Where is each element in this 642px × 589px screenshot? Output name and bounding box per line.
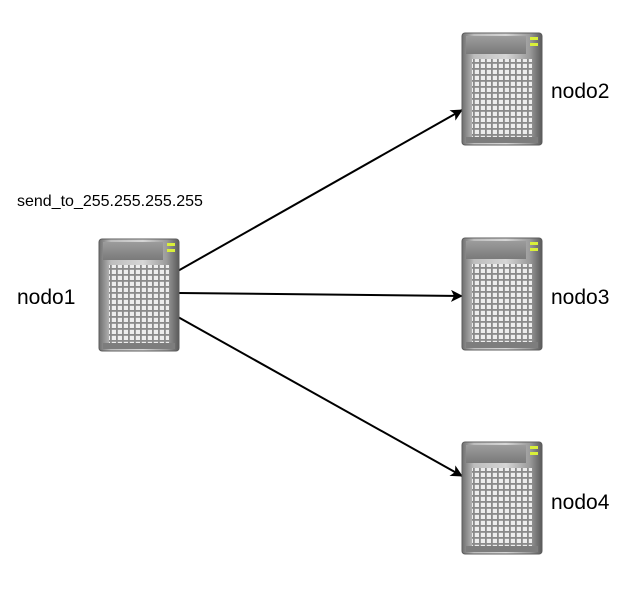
node-nodo1[interactable] (98, 238, 180, 352)
edges (175, 109, 463, 477)
edge-nodo1-nodo2 (175, 109, 463, 273)
node-label-nodo3: nodo3 (551, 286, 610, 309)
server-icon (461, 441, 543, 555)
edge-nodo1-nodo4 (177, 316, 463, 477)
node-nodo2[interactable] (461, 32, 543, 146)
server-icon (98, 238, 180, 352)
server-icon (461, 237, 543, 351)
node-nodo3[interactable] (461, 237, 543, 351)
node-label-nodo1: nodo1 (17, 286, 76, 309)
node-label-nodo4: nodo4 (551, 491, 610, 514)
broadcast-annotation: send_to_255.255.255.255 (17, 193, 203, 210)
node-label-nodo2: nodo2 (551, 80, 610, 103)
node-nodo4[interactable] (461, 441, 543, 555)
server-icon (461, 32, 543, 146)
edge-nodo1-nodo3 (178, 289, 463, 302)
